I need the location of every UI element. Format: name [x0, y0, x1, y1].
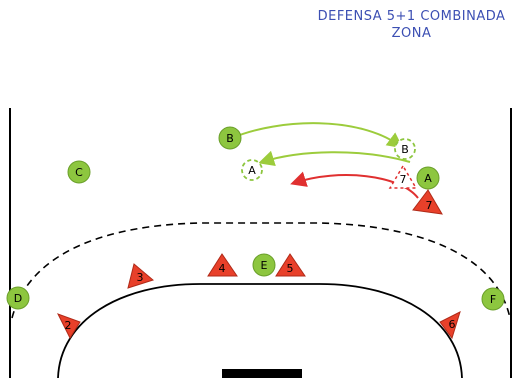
goal-area-line [57, 283, 463, 378]
ghost-attacker-b-label: B [401, 143, 409, 156]
attacker-b: B [218, 126, 242, 150]
defender-6-label: 6 [449, 318, 456, 331]
attacker-c-label: C [75, 166, 83, 179]
move-line-defender-7 [290, 171, 419, 199]
attacker-c: C [67, 160, 91, 184]
pass-line-b-to-b [231, 122, 404, 149]
ghost-defender-7-label: 7 [400, 173, 407, 186]
defender-4: 4 [207, 253, 238, 277]
attacker-f: F [481, 287, 505, 311]
defender-3-label: 3 [137, 271, 144, 284]
attacker-e-label: E [261, 259, 268, 272]
defender-7: 7 [412, 189, 443, 215]
defender-3: 3 [127, 263, 155, 289]
defender-4-label: 4 [219, 262, 226, 275]
ghost-attacker-b: B [394, 138, 416, 160]
attacker-d: D [6, 286, 30, 310]
defender-5: 5 [275, 253, 306, 277]
attacker-d-label: D [14, 292, 22, 305]
defender-6: 6 [439, 311, 461, 340]
goal [222, 369, 302, 378]
defender-2-label: 2 [65, 319, 72, 332]
defender-7-label: 7 [426, 199, 433, 212]
ghost-attacker-a-label: A [248, 164, 256, 177]
attacker-e: E [252, 253, 276, 277]
title-line-1: DEFENSA 5+1 COMBINADA [317, 9, 506, 24]
attacker-a: A [416, 166, 440, 190]
defender-2: 2 [56, 313, 81, 340]
defender-5-label: 5 [287, 262, 294, 275]
free-throw-line [11, 222, 511, 319]
ghost-defender-7: 7 [388, 164, 418, 189]
attacker-b-label: B [226, 132, 234, 145]
attacker-f-label: F [490, 293, 496, 306]
attacker-a-label: A [424, 172, 432, 185]
diagram-title: DEFENSA 5+1 COMBINADA ZONA [300, 8, 523, 42]
title-line-2: ZONA [391, 26, 432, 41]
ghost-attacker-a: A [241, 159, 263, 181]
move-line-a-to-a [258, 150, 411, 167]
